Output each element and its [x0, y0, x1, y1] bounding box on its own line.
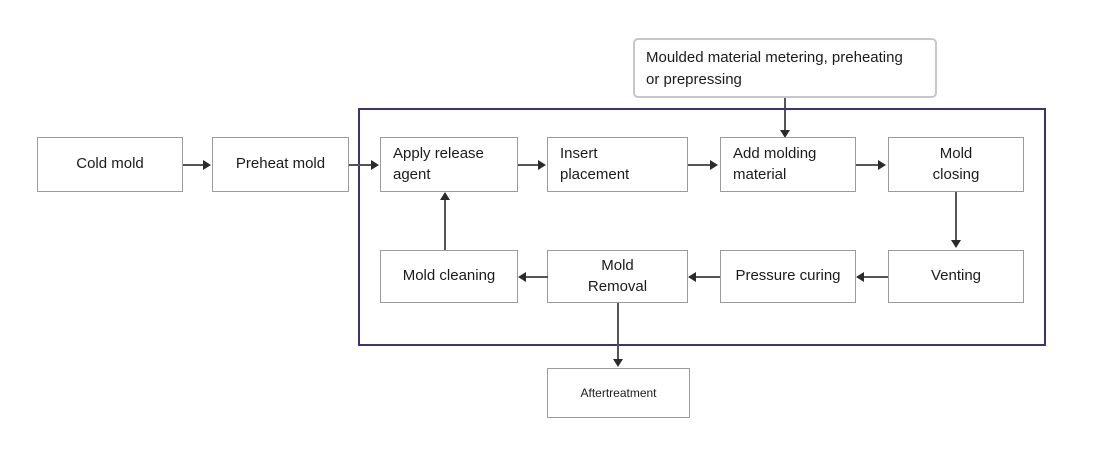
- node-add-molding-material[interactable]: Add molding material: [720, 137, 856, 192]
- node-mold-closing[interactable]: Mold closing: [888, 137, 1024, 192]
- node-cold-mold[interactable]: Cold mold: [37, 137, 183, 192]
- connector-note-to-add-molding-material: [784, 98, 786, 136]
- node-cold-mold-label: Cold mold: [76, 155, 144, 173]
- node-mold-cleaning[interactable]: Mold cleaning: [380, 250, 518, 303]
- node-mold-removal-label: Mold Removal: [587, 257, 648, 295]
- arrowhead-apply-release-agent-to-insert-placement: [538, 160, 546, 170]
- arrowhead-mold-cleaning-to-apply-release-agent: [440, 192, 450, 200]
- connector-apply-release-agent-to-insert-placement: [518, 164, 540, 166]
- node-pressure-curing-label: Pressure curing: [735, 267, 841, 285]
- node-apply-release-agent-label: Apply release agent: [393, 145, 484, 183]
- note-label: Moulded material metering, preheating or…: [646, 49, 903, 88]
- arrowhead-note-to-add-molding-material: [780, 130, 790, 138]
- node-mold-closing-label: Mold closing: [932, 145, 980, 183]
- connector-mold-cleaning-to-apply-release-agent: [444, 199, 446, 250]
- node-venting[interactable]: Venting: [888, 250, 1024, 303]
- node-insert-placement[interactable]: Insert placement: [547, 137, 688, 192]
- arrowhead-preheat-mold-to-apply-release-agent: [371, 160, 379, 170]
- note-moulded-material-metering: Moulded material metering, preheating or…: [633, 38, 937, 98]
- node-mold-removal[interactable]: Mold Removal: [547, 250, 688, 303]
- connector-insert-placement-to-add-molding-material: [688, 164, 712, 166]
- connector-mold-removal-to-mold-cleaning: [526, 276, 548, 278]
- connector-mold-closing-to-venting: [955, 192, 957, 242]
- node-aftertreatment-label: Aftertreatment: [580, 385, 657, 400]
- node-preheat-mold[interactable]: Preheat mold: [212, 137, 349, 192]
- node-insert-placement-label: Insert placement: [560, 145, 630, 183]
- arrowhead-pressure-curing-to-mold-removal: [688, 272, 696, 282]
- arrowhead-insert-placement-to-add-molding-material: [710, 160, 718, 170]
- arrowhead-mold-removal-to-aftertreatment: [613, 359, 623, 367]
- connector-venting-to-pressure-curing: [864, 276, 888, 278]
- connector-mold-removal-to-aftertreatment: [617, 303, 619, 361]
- arrowhead-cold-mold-to-preheat-mold: [203, 160, 211, 170]
- node-add-molding-material-label: Add molding material: [733, 145, 817, 183]
- connector-cold-mold-to-preheat-mold: [183, 164, 205, 166]
- connector-add-molding-material-to-mold-closing: [856, 164, 880, 166]
- node-preheat-mold-label: Preheat mold: [235, 155, 326, 173]
- arrowhead-mold-closing-to-venting: [951, 240, 961, 248]
- node-pressure-curing[interactable]: Pressure curing: [720, 250, 856, 303]
- node-aftertreatment[interactable]: Aftertreatment: [547, 368, 690, 418]
- arrowhead-venting-to-pressure-curing: [856, 272, 864, 282]
- molding-cycle-group-container: [358, 108, 1046, 346]
- connector-preheat-mold-to-apply-release-agent: [349, 164, 373, 166]
- node-mold-cleaning-label: Mold cleaning: [402, 267, 496, 285]
- arrowhead-add-molding-material-to-mold-closing: [878, 160, 886, 170]
- arrowhead-mold-removal-to-mold-cleaning: [518, 272, 526, 282]
- node-venting-label: Venting: [930, 267, 982, 285]
- node-apply-release-agent[interactable]: Apply release agent: [380, 137, 518, 192]
- connector-pressure-curing-to-mold-removal: [696, 276, 720, 278]
